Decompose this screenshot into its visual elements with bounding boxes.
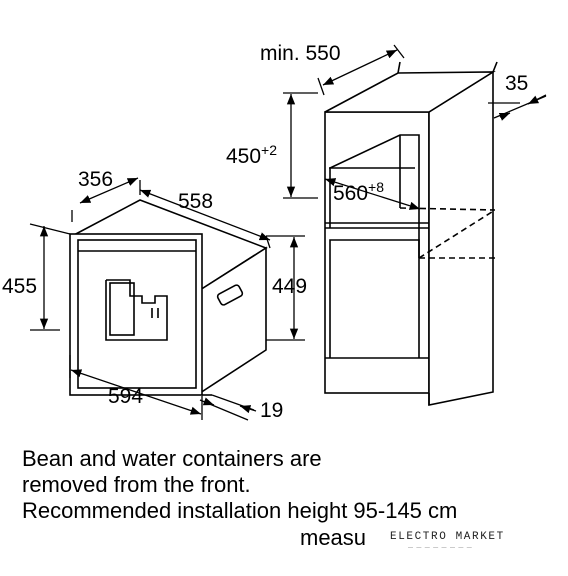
dim-niche-width-value: 560 [333, 182, 368, 205]
caption-line-3: Recommended installation height 95-145 c… [22, 498, 458, 523]
watermark-text: ELECTRO MARKET [390, 531, 505, 543]
dim-front-thickness: 19 [260, 399, 283, 422]
dim-device-top-width: 558 [178, 190, 213, 213]
appliance-drawing [69, 199, 268, 396]
dim-niche-height-value: 450 [226, 145, 261, 168]
dim-device-depth: 356 [78, 168, 113, 191]
caption-line-1: Bean and water containers are [22, 446, 322, 471]
dim-niche-width-tolerance: +8 [368, 179, 384, 195]
dim-min-depth: min. 550 [260, 42, 341, 65]
cabinet-dimension-lines [283, 44, 547, 210]
dim-side-gap: 35 [505, 72, 528, 95]
watermark-subline: — — — — — — — — [408, 545, 473, 551]
dim-niche-height: 450+2 [226, 142, 277, 168]
cabinet-drawing [324, 61, 498, 406]
dim-device-height: 455 [2, 275, 37, 298]
appliance-dimension-lines [29, 177, 305, 421]
dim-device-front-width: 594 [108, 385, 143, 408]
dim-device-body-height: 449 [272, 275, 307, 298]
caption-line-2: removed from the front. [22, 472, 251, 497]
watermark: ELECTRO MARKET — — — — — — — — [384, 519, 534, 565]
dim-niche-width: 560+8 [333, 179, 384, 205]
caption-line-4: measu [300, 525, 367, 550]
dim-niche-height-tolerance: +2 [261, 142, 277, 158]
